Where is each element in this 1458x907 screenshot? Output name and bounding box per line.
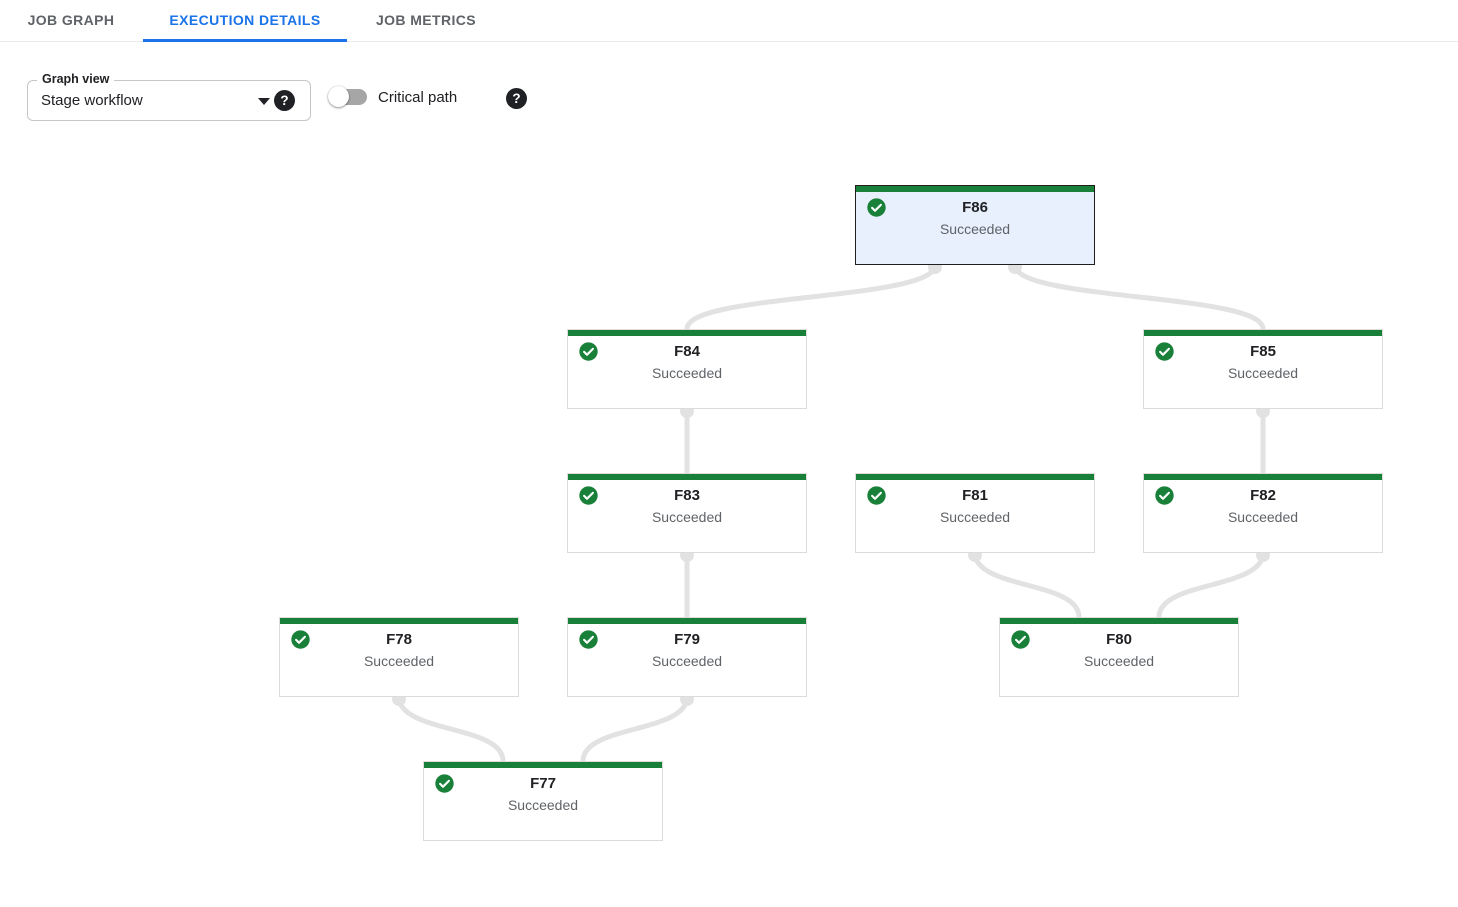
critical-path-label: Critical path	[378, 89, 458, 106]
workflow-edge	[1012, 262, 1266, 332]
workflow-edge	[396, 694, 506, 764]
node-status: Succeeded	[939, 509, 1011, 525]
check-circle-icon	[867, 486, 886, 505]
check-circle-icon	[867, 198, 886, 217]
node-title: F77	[530, 775, 556, 792]
check-circle-icon	[579, 486, 598, 505]
node-title: F78	[386, 631, 412, 648]
check-circle-icon	[1155, 486, 1174, 505]
node-title: F83	[674, 487, 700, 504]
node-success-bar	[1144, 330, 1382, 336]
check-circle-icon	[579, 630, 598, 649]
node-success-bar	[424, 762, 662, 768]
tab-bar: JOB GRAPH EXECUTION DETAILS JOB METRICS	[0, 0, 1458, 42]
check-circle-icon	[1155, 342, 1174, 361]
node-success-bar	[568, 474, 806, 480]
help-icon[interactable]: ?	[506, 88, 527, 109]
node-status: Succeeded	[507, 797, 579, 813]
check-circle-icon	[435, 774, 454, 793]
node-status: Succeeded	[651, 365, 723, 381]
toggle-thumb	[328, 86, 349, 107]
critical-path-toggle[interactable]	[328, 86, 368, 107]
check-circle-icon	[1011, 630, 1030, 649]
node-success-bar	[856, 474, 1094, 480]
node-status: Succeeded	[651, 653, 723, 669]
node-title: F80	[1106, 631, 1132, 648]
node-status: Succeeded	[1227, 509, 1299, 525]
node-success-bar	[1000, 618, 1238, 624]
node-success-bar	[1144, 474, 1382, 480]
node-status: Succeeded	[651, 509, 723, 525]
workflow-edge	[580, 694, 690, 764]
node-status: Succeeded	[939, 221, 1011, 237]
node-success-bar	[568, 330, 806, 336]
node-status: Succeeded	[1083, 653, 1155, 669]
graph-view-value: Stage workflow	[41, 92, 143, 109]
workflow-edge	[1156, 550, 1266, 620]
workflow-edge	[684, 262, 938, 332]
node-title: F85	[1250, 343, 1276, 360]
graph-view-label: Graph view	[37, 72, 115, 87]
node-title: F79	[674, 631, 700, 648]
tab-execution-details[interactable]: EXECUTION DETAILS	[143, 0, 347, 42]
node-title: F82	[1250, 487, 1276, 504]
node-status: Succeeded	[1227, 365, 1299, 381]
node-title: F86	[962, 199, 988, 216]
workflow-edge	[972, 550, 1082, 620]
node-title: F84	[674, 343, 700, 360]
tab-job-graph[interactable]: JOB GRAPH	[27, 12, 115, 28]
check-circle-icon	[579, 342, 598, 361]
dropdown-arrow-icon	[258, 98, 270, 105]
node-status: Succeeded	[363, 653, 435, 669]
node-success-bar	[568, 618, 806, 624]
help-icon[interactable]: ?	[274, 90, 295, 111]
node-success-bar	[856, 186, 1094, 192]
node-title: F81	[962, 487, 988, 504]
check-circle-icon	[291, 630, 310, 649]
graph-view-select[interactable]: Graph view Stage workflow ?	[27, 72, 311, 121]
tab-job-metrics[interactable]: JOB METRICS	[375, 12, 477, 28]
node-success-bar	[280, 618, 518, 624]
